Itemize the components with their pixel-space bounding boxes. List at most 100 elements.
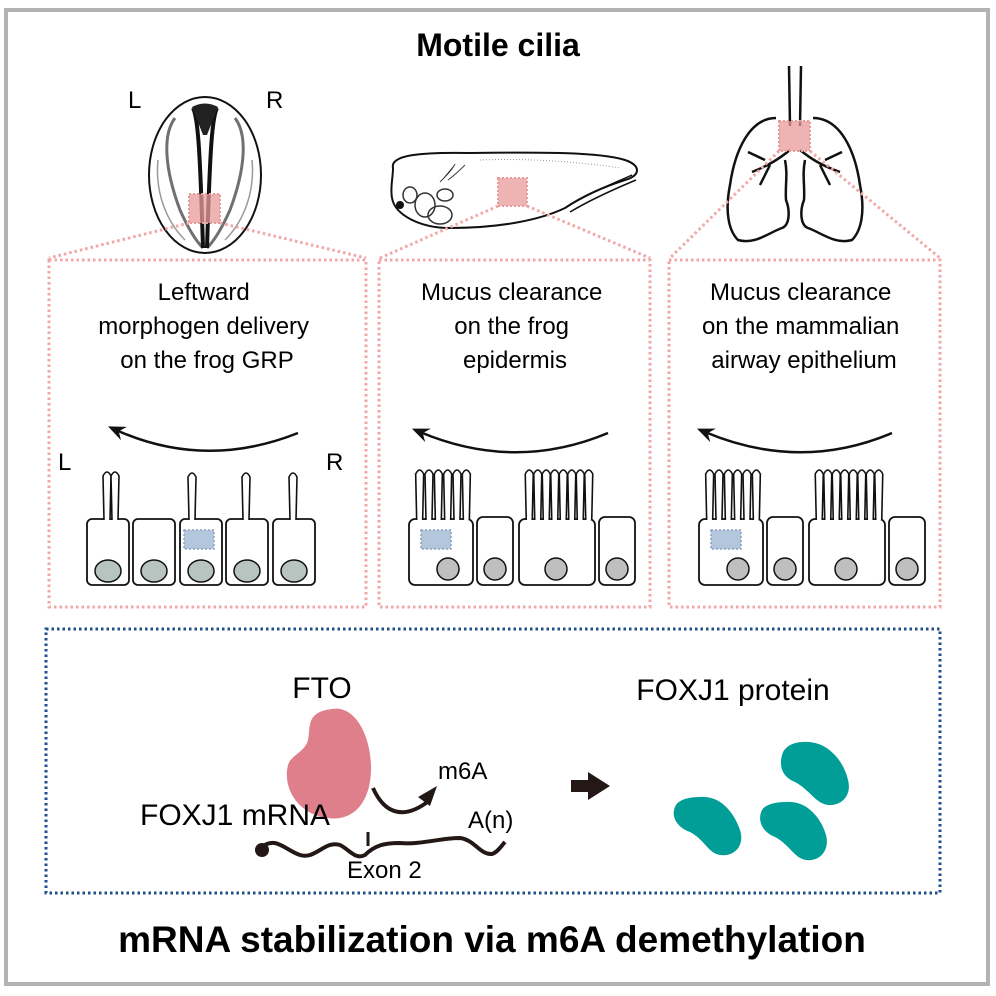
mrna-cap: [255, 843, 269, 857]
cilium: [102, 471, 112, 521]
cilium: [742, 469, 752, 521]
cilium: [532, 469, 543, 521]
mrna-strand: [259, 835, 507, 859]
grp-cell: [132, 518, 176, 586]
grp-cell: [86, 471, 130, 586]
secretory-cell: [766, 516, 804, 586]
panel-grp-caption: Leftward morphogen delivery on the frog …: [98, 279, 315, 374]
epidermis-highlight: [497, 177, 528, 207]
grp-cell: [272, 472, 316, 586]
cilium: [442, 469, 453, 521]
embryo-left-label: L: [128, 87, 141, 114]
cilium: [288, 472, 298, 521]
process-arrow: [571, 772, 610, 800]
m6a-label: m6A: [438, 758, 487, 785]
multiciliated-cell: [698, 469, 764, 586]
nucleus: [544, 557, 568, 581]
lungs-illustration: [726, 65, 864, 243]
foxj1-protein-3: [760, 801, 827, 861]
cilium: [241, 472, 251, 521]
flow-arrow: [108, 426, 299, 452]
nucleus: [436, 557, 460, 581]
embryo-right-label: R: [266, 87, 283, 114]
figure-title: Motile cilia: [416, 27, 580, 63]
cilium: [575, 469, 586, 521]
multiciliated-cell: [518, 469, 596, 586]
grp-cell: [179, 472, 223, 586]
panel-epidermis-caption: Mucus clearance on the frog epidermis: [421, 279, 609, 374]
nucleus: [834, 557, 858, 581]
cilium: [723, 469, 734, 521]
nucleus: [140, 559, 168, 583]
cilium: [856, 469, 867, 521]
cilium: [566, 469, 577, 521]
panel-grp-right-label: R: [326, 449, 343, 476]
cilium: [461, 469, 472, 521]
nucleus: [94, 559, 122, 583]
cilium: [873, 469, 884, 521]
panel-airway-caption: Mucus clearance on the mammalian airway …: [702, 279, 906, 374]
nucleus: [895, 557, 919, 581]
multiciliated-cell: [808, 469, 886, 586]
foxj1-mrna-label: FOXJ1 mRNA: [140, 799, 330, 832]
secretory-cell: [598, 516, 636, 586]
nucleus: [726, 557, 750, 581]
cilium: [831, 469, 842, 521]
nucleus: [233, 559, 261, 583]
cilium: [110, 471, 120, 521]
cilium: [433, 469, 444, 521]
multiciliated-cell: [408, 469, 474, 586]
foxj1-protein-2: [673, 796, 742, 856]
embryo-illustration: L R: [128, 87, 283, 254]
nucleus: [773, 557, 797, 581]
cilium: [414, 469, 425, 521]
cilium: [558, 469, 569, 521]
cilium: [714, 469, 724, 521]
mechanism-panel: FTO m6A FOXJ1 mRNA Exon 2 A(n) FOXJ1 pro…: [44, 627, 942, 895]
cilium: [452, 469, 462, 521]
secretory-cell: [476, 516, 514, 586]
cilium: [865, 469, 876, 521]
cilium: [187, 472, 197, 521]
cilium: [549, 469, 560, 521]
flow-arrow: [411, 428, 609, 454]
translation-marker: [183, 529, 215, 550]
cilium: [732, 469, 743, 521]
cilium: [814, 469, 825, 521]
figure-footer: mRNA stabilization via m6A demethylation: [118, 919, 866, 960]
cilium: [751, 469, 762, 521]
nucleus: [280, 559, 308, 583]
fto-label: FTO: [292, 672, 351, 705]
cilium: [822, 469, 833, 521]
cilium: [583, 469, 594, 521]
exon-label: Exon 2: [347, 857, 422, 884]
foxj1-protein-1: [780, 741, 849, 806]
secretory-cell: [888, 516, 926, 586]
multiciliated-cells: [698, 469, 926, 586]
nucleus: [187, 559, 215, 583]
airway-highlight: [778, 120, 811, 152]
cilium: [839, 469, 850, 521]
foxj1-protein-label: FOXJ1 protein: [636, 674, 829, 707]
foxj1-protein-shapes: [673, 741, 849, 861]
panel-epidermis: Mucus clearance on the frog epidermis: [377, 258, 652, 609]
cilium: [424, 469, 434, 521]
multiciliated-cells: [408, 469, 636, 586]
nucleus: [483, 557, 507, 581]
panel-airway: Mucus clearance on the mammalian airway …: [667, 258, 942, 609]
monociliated-cells: [86, 471, 316, 586]
cilium: [704, 469, 715, 521]
translation-marker: [420, 529, 452, 550]
panel-grp: Leftward morphogen delivery on the frog …: [47, 258, 368, 609]
tadpole-illustration: [390, 151, 638, 230]
grp-highlight: [188, 193, 221, 224]
panel-grp-left-label: L: [58, 449, 71, 476]
polya-label: A(n): [468, 807, 513, 834]
cilium: [848, 469, 859, 521]
grp-cell: [225, 472, 269, 586]
cilium: [541, 469, 552, 521]
nucleus: [605, 557, 629, 581]
fto-protein-shape: [286, 708, 372, 819]
translation-marker: [710, 529, 742, 550]
